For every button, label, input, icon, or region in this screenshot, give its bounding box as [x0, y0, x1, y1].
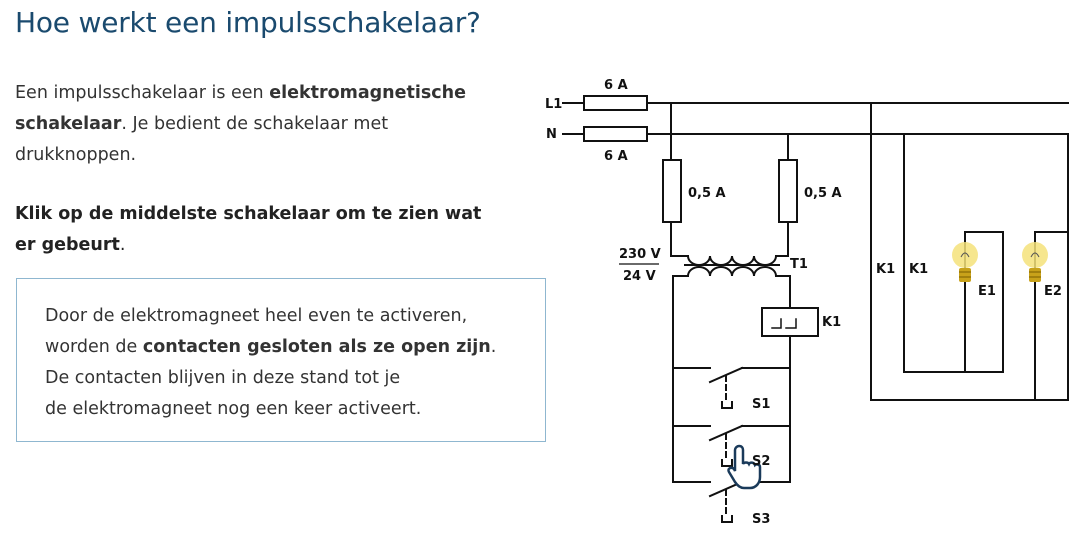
- label-switch3: S3: [752, 512, 770, 527]
- label-switch2: S2: [752, 454, 770, 469]
- push-button-s1[interactable]: [672, 366, 791, 409]
- lamp-e1: [952, 242, 978, 282]
- push-button-s3[interactable]: [672, 480, 791, 523]
- label-fuse-bottom: 6 A: [604, 149, 628, 164]
- label-fuse-top: 6 A: [604, 78, 628, 93]
- fuse-6a-n: [583, 126, 648, 142]
- fuse-0-5a-right: [778, 159, 798, 223]
- intro-text: Een impulsschakelaar is een elektromagne…: [15, 78, 485, 171]
- info-line: Door de elektromagneet heel even te acti…: [45, 306, 468, 326]
- label-contact-a: K1: [876, 262, 895, 277]
- label-fuse-left: 0,5 A: [688, 186, 726, 201]
- page-title: Hoe werkt een impulsschakelaar?: [15, 6, 481, 39]
- info-line: worden de contacten gesloten als ze open…: [45, 337, 497, 357]
- transformer-t1: [670, 254, 791, 278]
- intro-text-part: Een impulsschakelaar is een: [15, 83, 270, 103]
- info-box: Door de elektromagneet heel even te acti…: [16, 278, 546, 442]
- intro-bold-term: elektromagnetische schakelaar: [15, 83, 466, 134]
- hand-pointer-icon: [727, 444, 762, 490]
- fuse-0-5a-left: [662, 159, 682, 223]
- label-fuse-right: 0,5 A: [804, 186, 842, 201]
- info-line: de elektromagneet nog een keer activeert…: [45, 399, 422, 419]
- label-switch1: S1: [752, 397, 770, 412]
- label-relay: K1: [822, 315, 841, 330]
- instruction-bold: Klik op de middelste schakelaar om te zi…: [15, 204, 482, 255]
- label-transformer: T1: [790, 257, 808, 272]
- label-contact-b: K1: [909, 262, 928, 277]
- relay-coil-k1: [761, 307, 819, 337]
- fuse-6a-l1: [583, 95, 648, 111]
- label-n: N: [546, 127, 557, 142]
- label-lamp2: E2: [1044, 284, 1062, 299]
- label-voltage-secondary: 24 V: [623, 269, 656, 284]
- info-bold: contacten gesloten als ze open zijn: [142, 337, 491, 357]
- instruction-end: .: [119, 235, 126, 255]
- label-l1: L1: [545, 97, 562, 112]
- info-line: De contacten blijven in deze stand tot j…: [45, 368, 401, 388]
- intro-text-part: . Je bedient de schakelaar met drukknopp…: [15, 114, 389, 165]
- lamp-e2: [1022, 242, 1048, 282]
- instruction-text: Klik op de middelste schakelaar om te zi…: [15, 199, 485, 261]
- label-voltage-primary: 230 V: [619, 247, 661, 262]
- label-lamp1: E1: [978, 284, 996, 299]
- push-button-s2[interactable]: [672, 424, 791, 467]
